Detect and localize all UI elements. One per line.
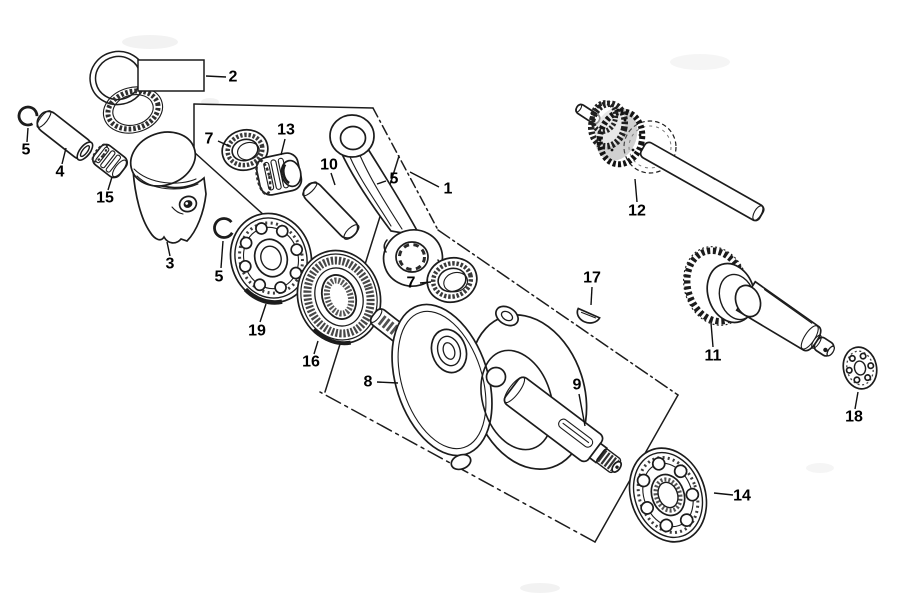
gear-cluster-shaft [575, 100, 765, 222]
piston [129, 131, 207, 244]
callout-leader-13 [280, 138, 286, 156]
callout-label-11: 11 [705, 348, 722, 365]
callout-leader-18 [854, 391, 859, 410]
callout-label-1: 1 [444, 181, 453, 198]
balance-hole [485, 366, 507, 388]
balancer-bearing [842, 346, 878, 390]
thrust-washer-lower [426, 256, 478, 304]
balancer-face-hole [734, 284, 762, 318]
piston-pin-needle-bearing [91, 143, 129, 179]
big-end-needle-bearing [255, 152, 303, 196]
callout-leader-16 [313, 340, 319, 355]
callout-leader-2 [205, 75, 227, 78]
callout-leader-12 [634, 178, 638, 203]
ring-set-box [137, 59, 205, 92]
gear-shaft [639, 141, 765, 222]
connecting-rod [329, 114, 444, 287]
ghost-gear-outline [623, 120, 677, 174]
callout-leader-7b [419, 281, 432, 284]
crank-output-shaft [503, 376, 623, 474]
callout-label-18: 18 [845, 409, 863, 426]
callout-label-10: 10 [320, 157, 338, 174]
callout-label-4: 4 [56, 164, 65, 181]
callout-label-2: 2 [229, 69, 238, 86]
gear-cluster [588, 100, 646, 168]
callout-label-8: 8 [364, 374, 373, 391]
callout-label-17: 17 [583, 270, 601, 287]
crankshaft [369, 303, 623, 474]
callout-leader-14 [713, 492, 734, 496]
oil-ring [102, 86, 164, 134]
callout-leader-11 [710, 322, 714, 348]
callout-leader-5a [26, 127, 29, 143]
callout-label-15: 15 [96, 190, 114, 207]
callout-label-5b: 5 [215, 269, 224, 286]
piston-pin [36, 110, 94, 161]
callout-label-16: 16 [302, 354, 320, 371]
piston-ring-set [89, 50, 205, 134]
callout-label-9: 9 [573, 377, 582, 394]
piston-pin-clip-right [213, 217, 235, 239]
callout-leader-19 [259, 303, 267, 323]
callout-leader-5c [376, 180, 387, 185]
callout-leader-9 [578, 393, 586, 427]
piston-pin-clip-left [17, 105, 39, 127]
balancer-shaft [683, 246, 836, 357]
callout-leader-4 [61, 147, 67, 165]
callout-leader-15 [107, 176, 113, 191]
callout-leader-3 [166, 241, 171, 257]
callout-label-13: 13 [277, 122, 295, 139]
main-bearing-left [229, 212, 313, 305]
scan-smudges [122, 35, 834, 593]
callout-leader-10 [330, 172, 336, 186]
callout-label-19: 19 [248, 323, 266, 340]
oil-seal [296, 249, 382, 346]
callout-leader-7a [217, 140, 230, 147]
callout-label-3: 3 [166, 256, 175, 273]
callout-label-7a: 7 [205, 131, 214, 148]
callout-label-5c: 5 [390, 171, 399, 188]
callout-label-5a: 5 [22, 142, 31, 159]
callout-leader-5b [220, 240, 224, 269]
callout-label-14: 14 [733, 488, 751, 505]
woodruff-key [576, 307, 601, 324]
callout-leader-1 [409, 171, 440, 188]
crankpin-top [495, 305, 519, 327]
crank-journal-boss [430, 328, 468, 374]
main-bearing-right [628, 447, 708, 543]
callout-leader-8 [376, 381, 399, 384]
thrust-washer-upper [221, 128, 269, 172]
callout-label-7b: 7 [407, 275, 416, 292]
crank-pin [302, 181, 360, 240]
callout-label-12: 12 [628, 203, 646, 220]
wrist-pin-boss [178, 195, 198, 213]
callout-leader-17 [590, 286, 593, 306]
